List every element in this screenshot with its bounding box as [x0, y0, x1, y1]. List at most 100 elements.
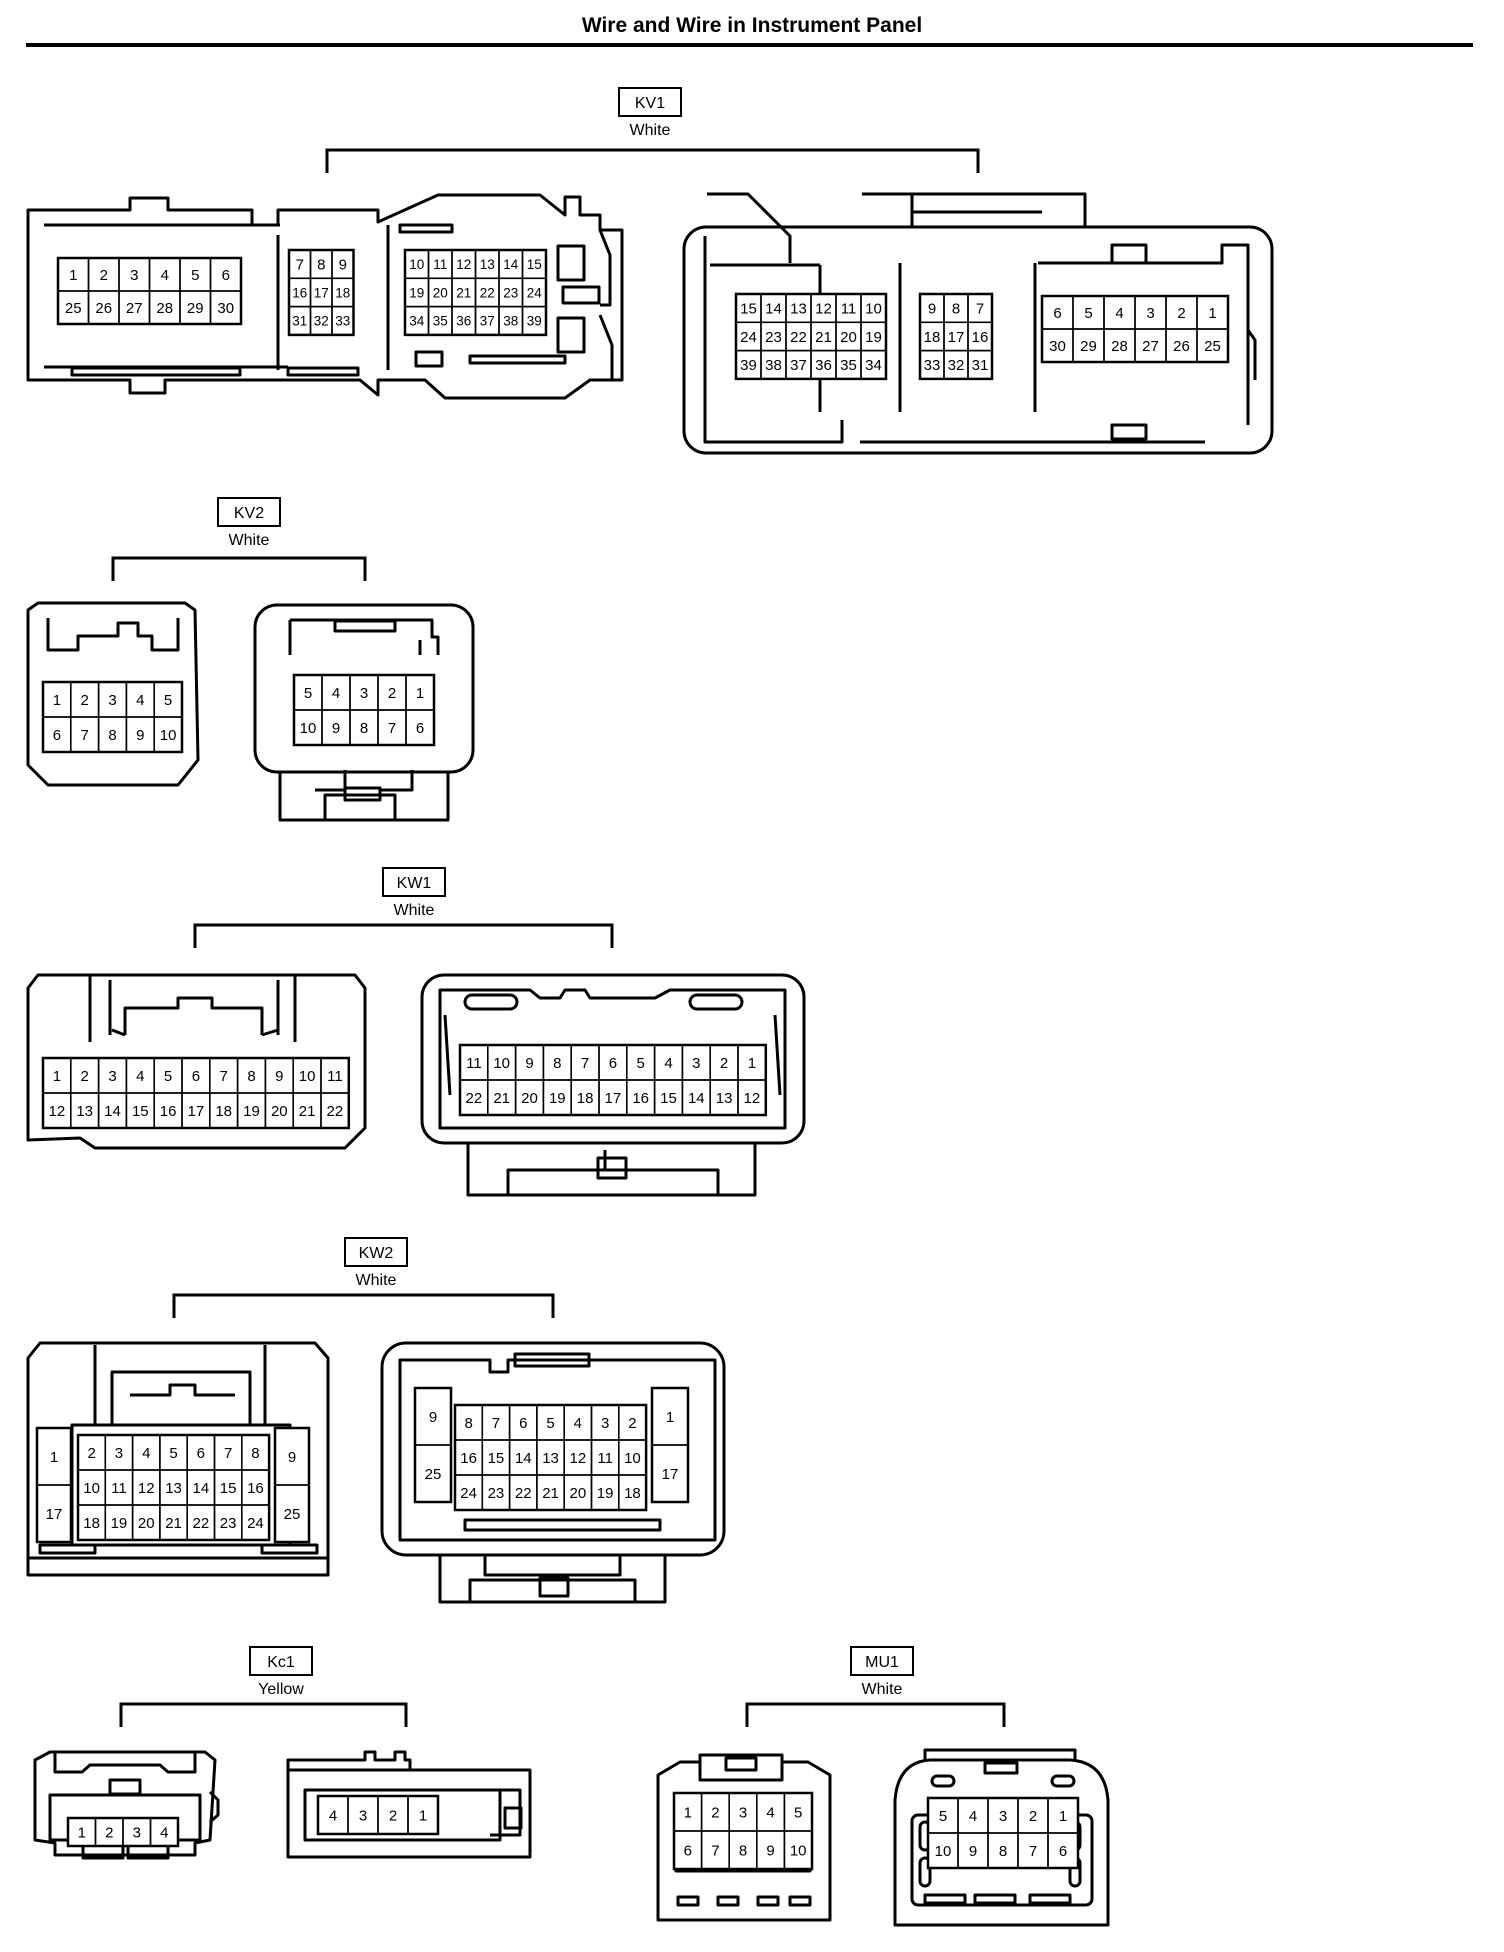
pin-number: 25 [425, 1466, 442, 1483]
pin-number: 3 [133, 1824, 141, 1841]
pin-number: 7 [388, 720, 396, 737]
pin-number: 22 [466, 1090, 483, 1107]
connector-id: KW2 [359, 1245, 394, 1262]
pin-number: 15 [527, 257, 542, 272]
connector-id-box [382, 867, 446, 897]
pin-number: 5 [164, 692, 172, 709]
pin-number: 16 [160, 1103, 177, 1120]
pin-cell [407, 1795, 439, 1835]
pin-number: 6 [53, 727, 61, 744]
connector-bracket [325, 148, 980, 173]
pin-cell [1196, 328, 1229, 363]
pin-number: 4 [136, 1068, 144, 1085]
pin-number: 30 [217, 300, 234, 317]
pin-number: 15 [740, 301, 757, 318]
pin-number: 10 [409, 257, 424, 272]
pin-number: 4 [574, 1415, 582, 1432]
pin-number: 26 [95, 300, 112, 317]
pin-number: 9 [136, 727, 144, 744]
pin-block-frame [453, 1403, 648, 1512]
pin-number: 18 [83, 1515, 100, 1532]
pin-block: 925 [273, 1426, 311, 1544]
kv1-right-housing [682, 192, 1274, 455]
connector-color: White [862, 1681, 903, 1698]
pin-number: 3 [130, 267, 138, 284]
pin-number: 10 [790, 1842, 807, 1859]
connector-bracket [745, 1702, 1006, 1727]
pin-number: 35 [433, 314, 448, 329]
pin-cell [241, 1504, 270, 1541]
pin-number: 19 [243, 1103, 260, 1120]
pin-number: 9 [766, 1842, 774, 1859]
pin-number: 20 [433, 285, 448, 300]
pin-number: 34 [409, 314, 425, 329]
pin-number: 24 [460, 1485, 477, 1502]
pin-number: 30 [1049, 338, 1066, 355]
connector-color: White [394, 902, 435, 919]
pin-number: 8 [360, 720, 368, 737]
pin-number: 21 [493, 1090, 510, 1107]
pin-number: 16 [972, 329, 989, 346]
pin-number: 28 [1111, 338, 1128, 355]
pin-number: 2 [105, 1824, 113, 1841]
pin-number: 21 [542, 1485, 559, 1502]
pin-number: 1 [1059, 1808, 1067, 1825]
pin-number: 12 [138, 1480, 155, 1497]
pin-number: 34 [865, 357, 882, 374]
kw1-right-housing [420, 973, 806, 1197]
pin-number: 6 [609, 1055, 617, 1072]
pin-number: 13 [716, 1090, 733, 1107]
pin-number: 23 [503, 285, 518, 300]
pin-cell [405, 709, 435, 746]
pin-cell [36, 1484, 72, 1543]
pin-number: 22 [480, 285, 495, 300]
pin-number: 7 [1029, 1843, 1037, 1860]
kv2-left-housing [26, 601, 200, 787]
pin-number: 20 [521, 1090, 538, 1107]
pin-number: 1 [69, 267, 77, 284]
pin-cell [209, 290, 242, 325]
pin-block: 925 [413, 1386, 453, 1504]
pin-number: 9 [928, 301, 936, 318]
pin-number: 11 [111, 1480, 127, 1497]
pin-number: 11 [841, 301, 857, 318]
pin-number: 18 [924, 329, 941, 346]
pin-number: 6 [519, 1415, 527, 1432]
pin-number: 22 [327, 1103, 344, 1120]
pin-block: 117 [35, 1426, 73, 1544]
pin-number: 14 [104, 1103, 121, 1120]
pin-number: 24 [527, 285, 543, 300]
pin-number: 9 [525, 1055, 533, 1072]
pin-number: 10 [300, 720, 317, 737]
pin-number: 14 [515, 1450, 532, 1467]
pin-number: 39 [527, 314, 542, 329]
pin-number: 1 [53, 1068, 61, 1085]
pin-number: 17 [314, 285, 329, 300]
pin-number: 5 [637, 1055, 645, 1072]
pin-number: 5 [169, 1445, 177, 1462]
connector-bracket [111, 556, 367, 581]
connector-bracket [119, 1702, 408, 1727]
pin-number: 8 [952, 301, 960, 318]
pin-cell [618, 1474, 647, 1511]
pin-number: 8 [317, 257, 325, 274]
pin-number: 10 [865, 301, 882, 318]
pin-number: 4 [332, 685, 340, 702]
pin-number: 36 [815, 357, 832, 374]
pin-number: 18 [215, 1103, 232, 1120]
pin-number: 33 [335, 314, 350, 329]
pin-number: 36 [456, 314, 471, 329]
pin-number: 3 [359, 1807, 367, 1824]
pin-number: 3 [108, 692, 116, 709]
pin-number: 7 [296, 257, 304, 274]
pin-number: 21 [165, 1515, 182, 1532]
